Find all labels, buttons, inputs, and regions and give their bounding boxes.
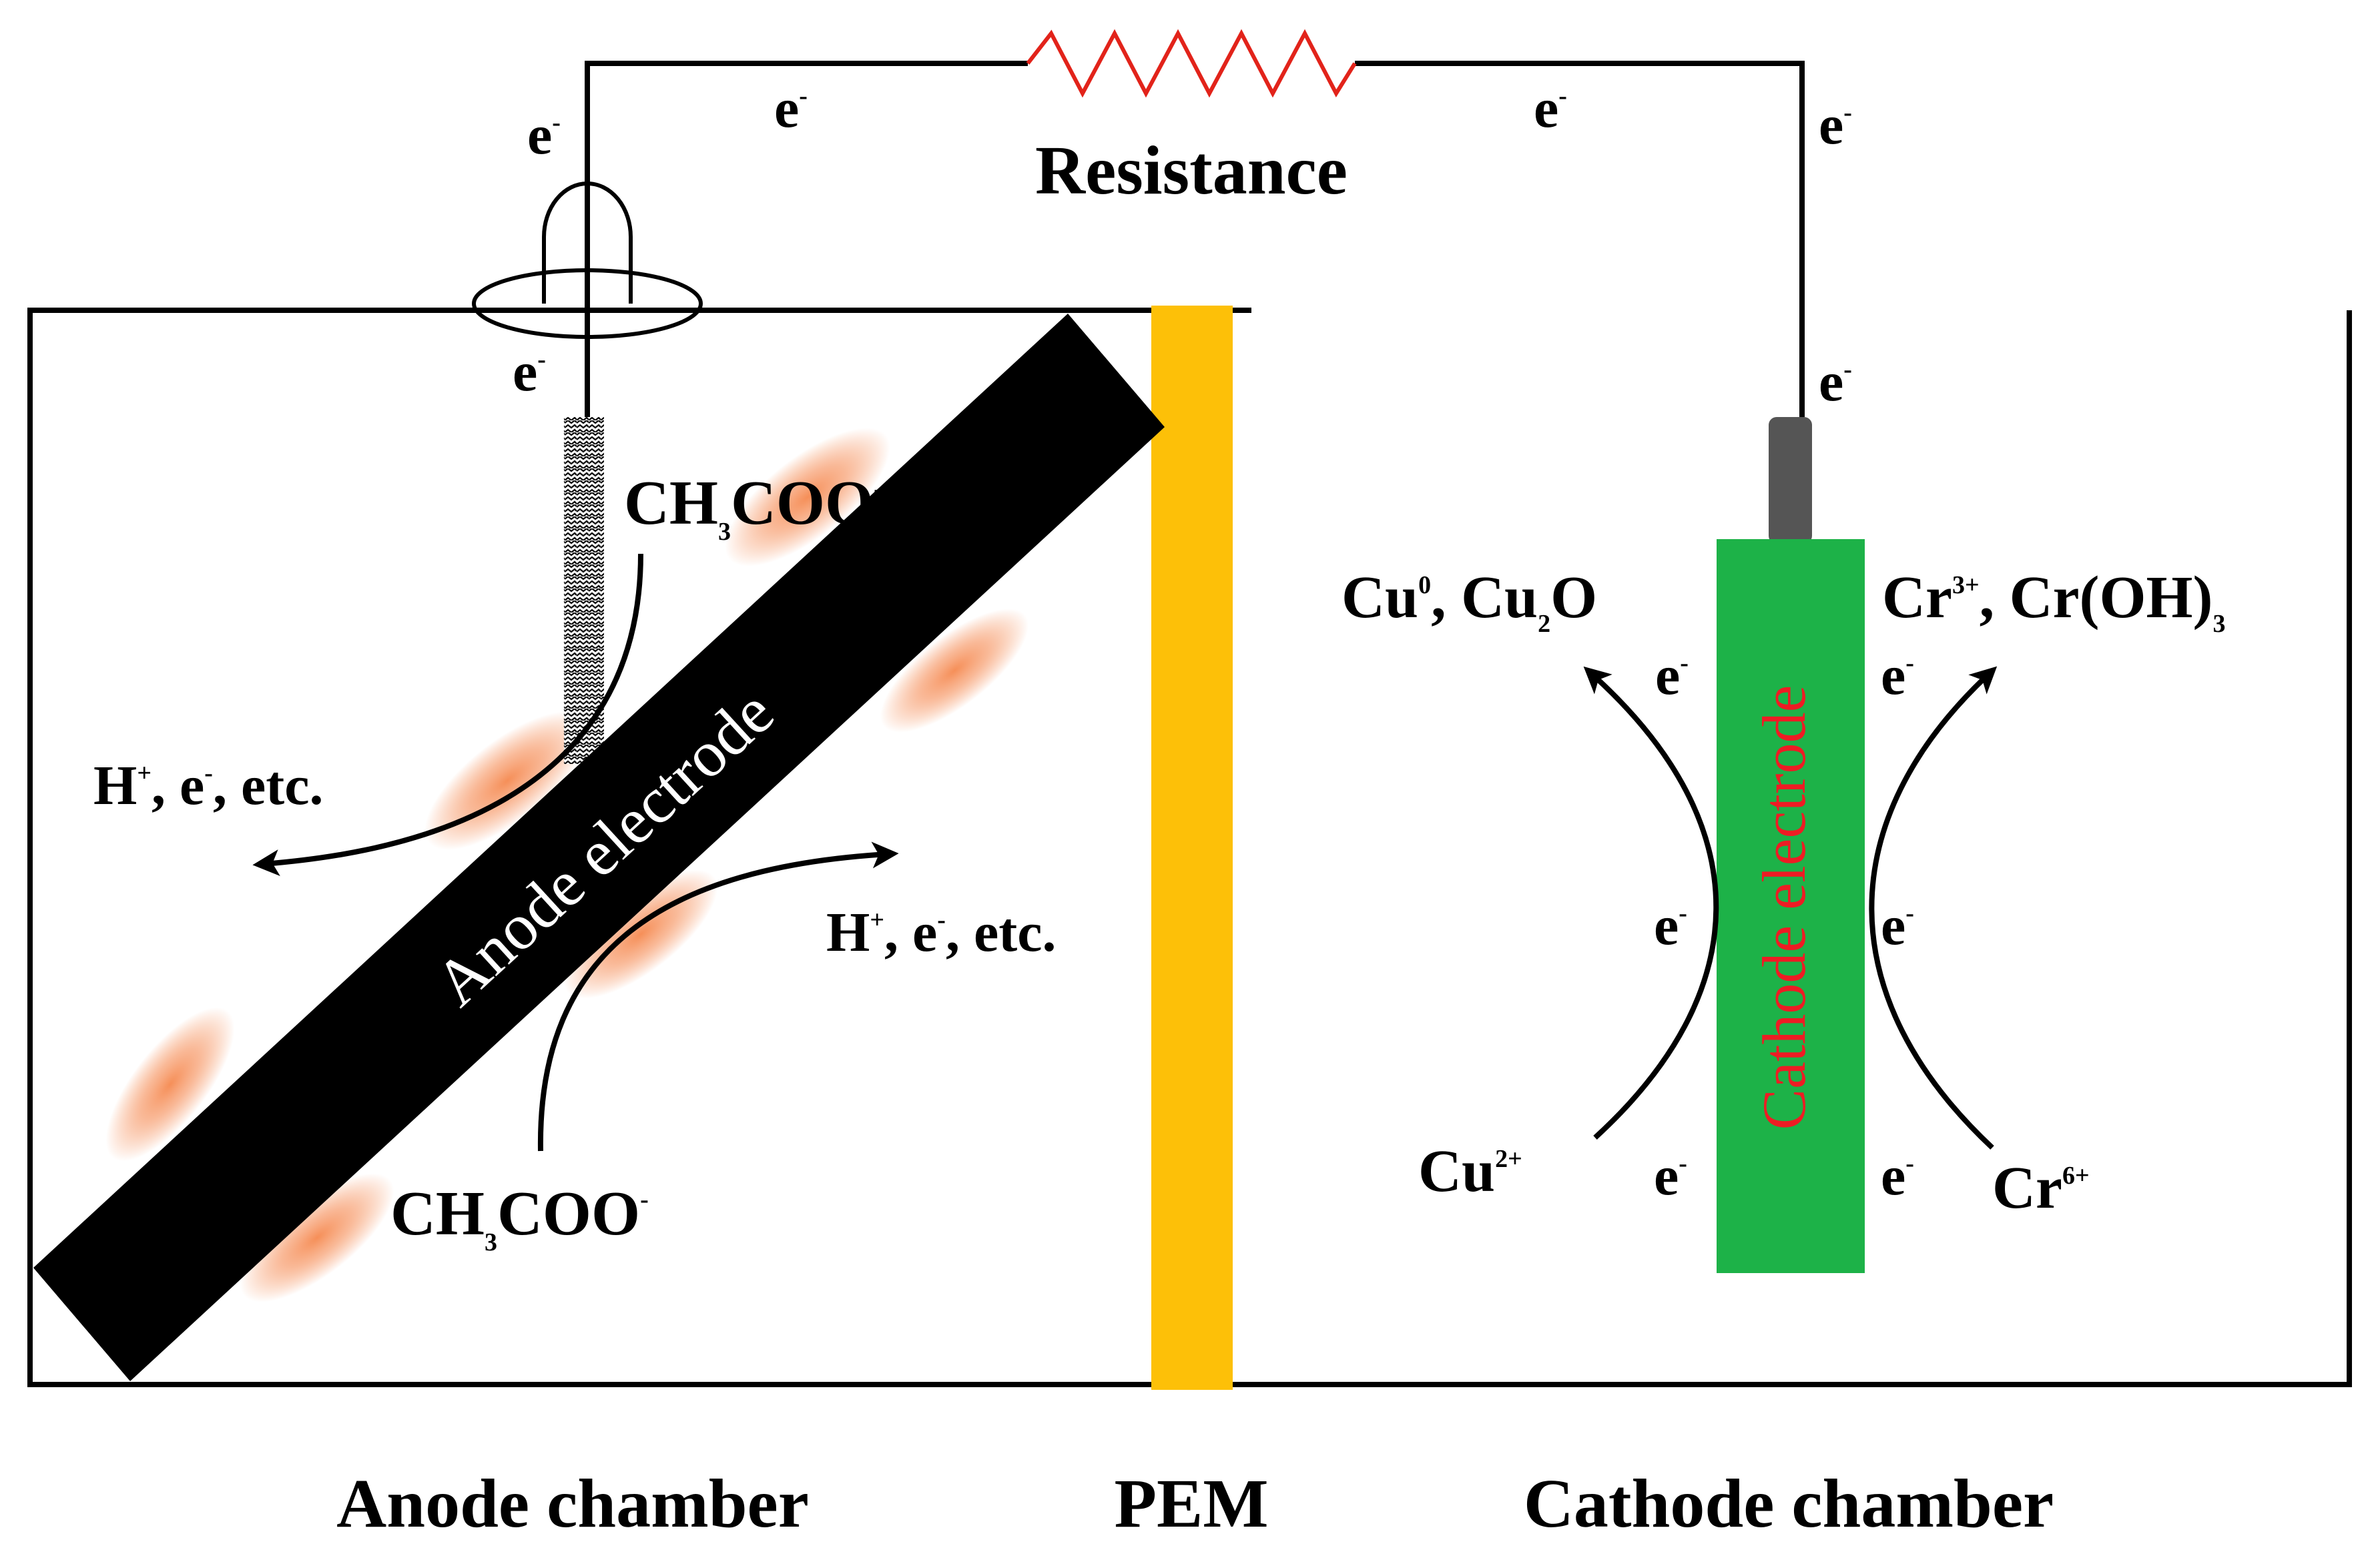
resistor-symbol (1026, 29, 1357, 98)
cu-reduction-arrow (1583, 666, 1719, 1140)
electron-label-wire-top-left: e- (774, 77, 808, 139)
cathode-electrode: Cathode electrode (1717, 417, 1865, 1273)
cr-ion-label: Cr6+ (1992, 1155, 2090, 1221)
reaction-arrows (252, 553, 1998, 1152)
cathode-chamber-caption: Cathode chamber (1524, 1465, 2054, 1542)
products-label-left: H+, e-, etc. (93, 755, 324, 817)
cu-ion-label: Cu2+ (1418, 1138, 1522, 1204)
electron-label-wire-left: e- (527, 104, 561, 166)
electron-label-cathode-right-top: e- (1881, 645, 1914, 707)
chamber-walls (27, 308, 2352, 1387)
electron-label-cathode-left-bottom: e- (1654, 1145, 1687, 1207)
resistance-label: Resistance (1035, 132, 1348, 209)
acetate-label-lower: CH3COO- (390, 1179, 649, 1256)
electron-label-wire-top-right: e- (1534, 77, 1567, 139)
anode-chamber-caption: Anode chamber (336, 1465, 809, 1542)
electron-label-cathode-left-top: e- (1655, 645, 1689, 707)
pem-membrane (1151, 306, 1233, 1390)
acetate-oxidation-arrow-lower (537, 841, 899, 1152)
acetate-label-upper: CH3COO- (624, 468, 882, 546)
electron-label-cathode-right-mid: e- (1881, 895, 1914, 957)
electron-label-cathode-lead: e- (1819, 351, 1852, 413)
cr-products-label: Cr3+, Cr(OH)3 (1882, 564, 2226, 638)
cu-products-label: Cu0, Cu2O (1342, 564, 1597, 638)
anode-mesh-brush (564, 417, 604, 764)
electron-label-cathode-right-bottom: e- (1881, 1145, 1914, 1207)
acetate-oxidation-arrow-upper (252, 553, 643, 877)
anode-connector (472, 181, 703, 417)
electron-label-anode-lead: e- (513, 341, 546, 403)
circuit-wire (585, 61, 1805, 417)
pem-caption: PEM (1114, 1465, 1268, 1542)
electron-label-wire-right: e- (1819, 94, 1852, 156)
cathode-electrode-label: Cathode electrode (1750, 685, 1818, 1130)
cathode-rod (1769, 417, 1812, 544)
products-label-right: H+, e-, etc. (826, 901, 1057, 963)
cr-reduction-arrow (1869, 666, 1998, 1150)
electron-label-cathode-left-mid: e- (1654, 895, 1687, 957)
